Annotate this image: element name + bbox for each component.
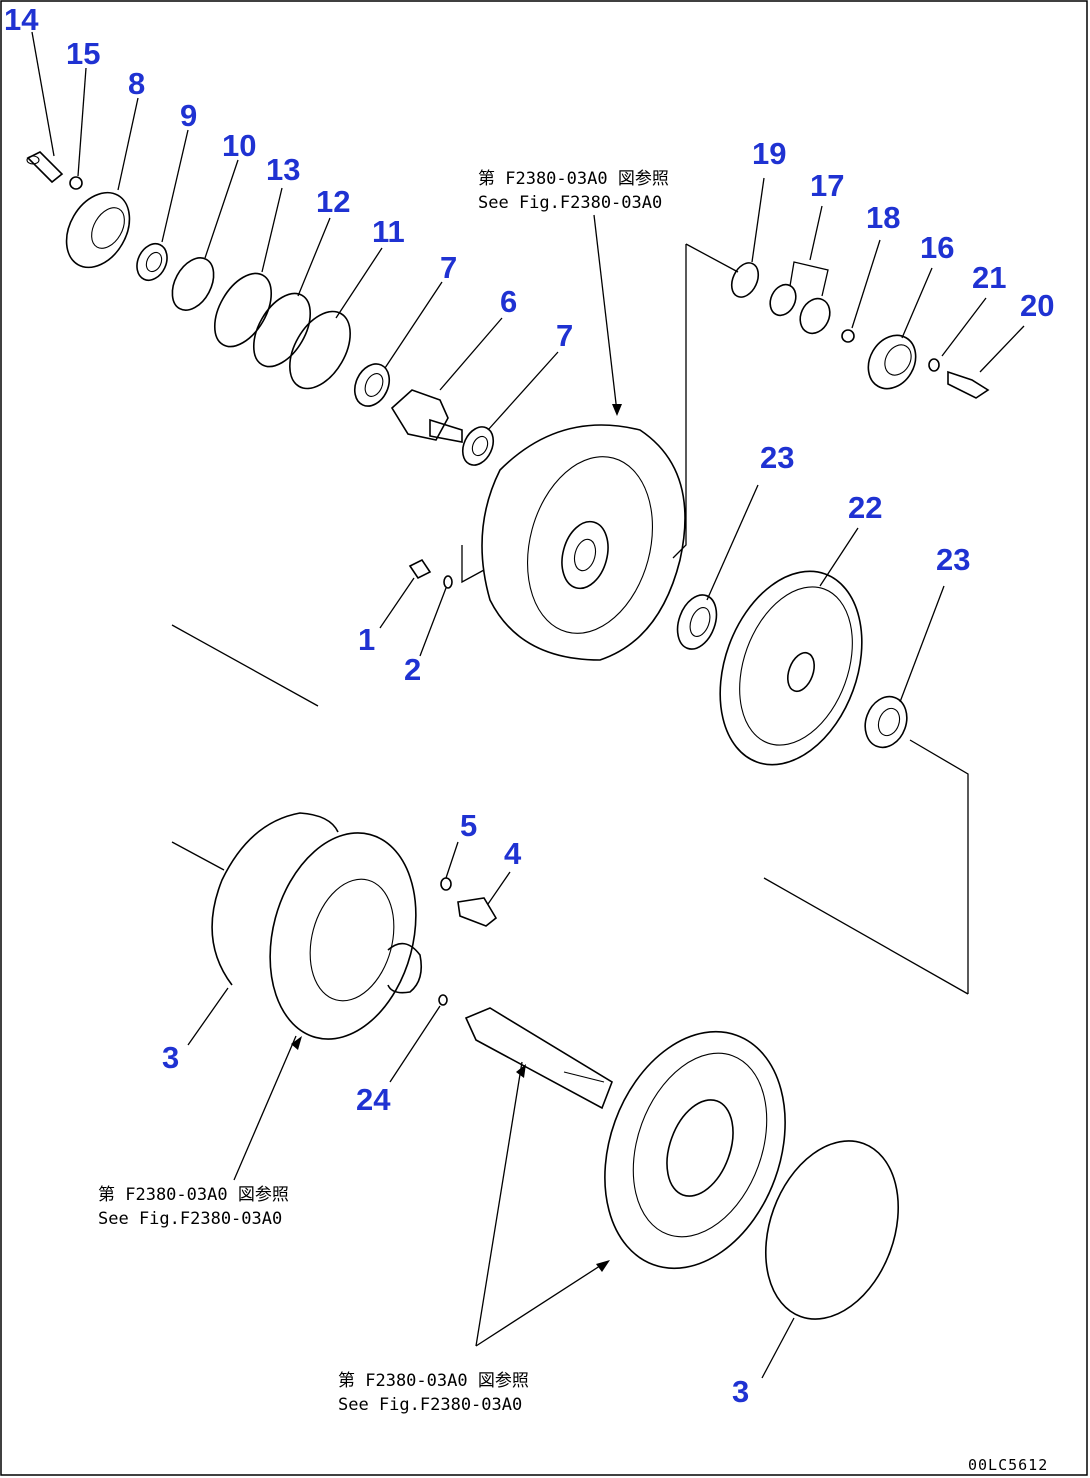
label-5: 5 xyxy=(460,808,477,843)
plug-24 xyxy=(438,994,448,1006)
differential-case xyxy=(481,424,686,661)
axle-shaft xyxy=(464,1007,613,1110)
seal-19 xyxy=(730,262,760,298)
cover-8 xyxy=(65,191,131,269)
label-21: 21 xyxy=(972,260,1006,295)
label-11: 11 xyxy=(372,214,405,249)
washer-2 xyxy=(443,575,453,589)
ball-18 xyxy=(841,329,855,343)
o-ring-3-left xyxy=(211,812,339,986)
label-15: 15 xyxy=(66,36,100,71)
retainer-11 xyxy=(289,310,351,390)
label-19: 19 xyxy=(752,136,786,171)
bearing-17 xyxy=(769,283,831,335)
shim-13 xyxy=(213,272,273,348)
bearing-9 xyxy=(136,242,168,282)
note-top-jp: 第 F2380-03A0 図参照 xyxy=(478,169,669,189)
note-bottom-jp: 第 F2380-03A0 図参照 xyxy=(338,1371,529,1391)
cap-16 xyxy=(867,334,917,390)
part-labels: 14 15 8 9 10 13 12 11 7 6 7 19 17 18 16 … xyxy=(4,2,1054,1409)
label-14: 14 xyxy=(4,2,39,37)
label-1: 1 xyxy=(358,622,375,657)
label-23-upper: 23 xyxy=(760,440,794,475)
o-ring-10 xyxy=(171,257,215,311)
label-12: 12 xyxy=(316,184,350,219)
note-middle-jp: 第 F2380-03A0 図参照 xyxy=(98,1185,289,1205)
leader-lines xyxy=(31,31,1025,1379)
disc-housing xyxy=(604,1030,786,1270)
label-4: 4 xyxy=(504,836,522,871)
label-16: 16 xyxy=(920,230,954,265)
bolt-14 xyxy=(26,151,64,184)
label-3-right: 3 xyxy=(732,1374,749,1409)
washer-15 xyxy=(69,176,83,190)
label-22: 22 xyxy=(848,490,882,525)
pinion-6 xyxy=(390,389,463,443)
label-7-upper: 7 xyxy=(440,250,457,285)
bearing-23-lower xyxy=(864,695,908,749)
bearing-7-upper xyxy=(353,363,391,407)
bolt-20 xyxy=(947,370,990,399)
note-top-en: See Fig.F2380-03A0 xyxy=(478,193,662,213)
reference-notes: 第 F2380-03A0 図参照 See Fig.F2380-03A0 第 F2… xyxy=(98,169,669,1415)
plug-1 xyxy=(408,558,432,580)
label-9: 9 xyxy=(180,98,197,133)
label-20: 20 xyxy=(1020,288,1054,323)
label-2: 2 xyxy=(404,652,421,687)
drawing-code: 00LC5612 xyxy=(968,1456,1048,1474)
label-24: 24 xyxy=(356,1082,391,1117)
note-bottom-en: See Fig.F2380-03A0 xyxy=(338,1395,522,1415)
label-8: 8 xyxy=(128,66,145,101)
washer-21 xyxy=(928,358,940,372)
washer-5 xyxy=(440,877,452,891)
label-10: 10 xyxy=(222,128,256,163)
bearing-7-lower xyxy=(461,426,495,466)
carrier-housing xyxy=(269,832,423,1040)
label-17: 17 xyxy=(810,168,844,203)
bolt-4 xyxy=(457,897,498,927)
o-ring-3-right xyxy=(764,1140,900,1320)
parts xyxy=(26,151,990,1320)
label-3-left: 3 xyxy=(162,1040,179,1075)
label-18: 18 xyxy=(866,200,900,235)
label-13: 13 xyxy=(266,152,300,187)
label-23-lower: 23 xyxy=(936,542,970,577)
shim-12 xyxy=(252,292,312,368)
label-7-lower: 7 xyxy=(556,318,573,353)
ring-gear-22 xyxy=(719,570,863,766)
bearing-23-upper xyxy=(676,594,718,650)
label-6: 6 xyxy=(500,284,517,319)
note-middle-en: See Fig.F2380-03A0 xyxy=(98,1209,282,1229)
